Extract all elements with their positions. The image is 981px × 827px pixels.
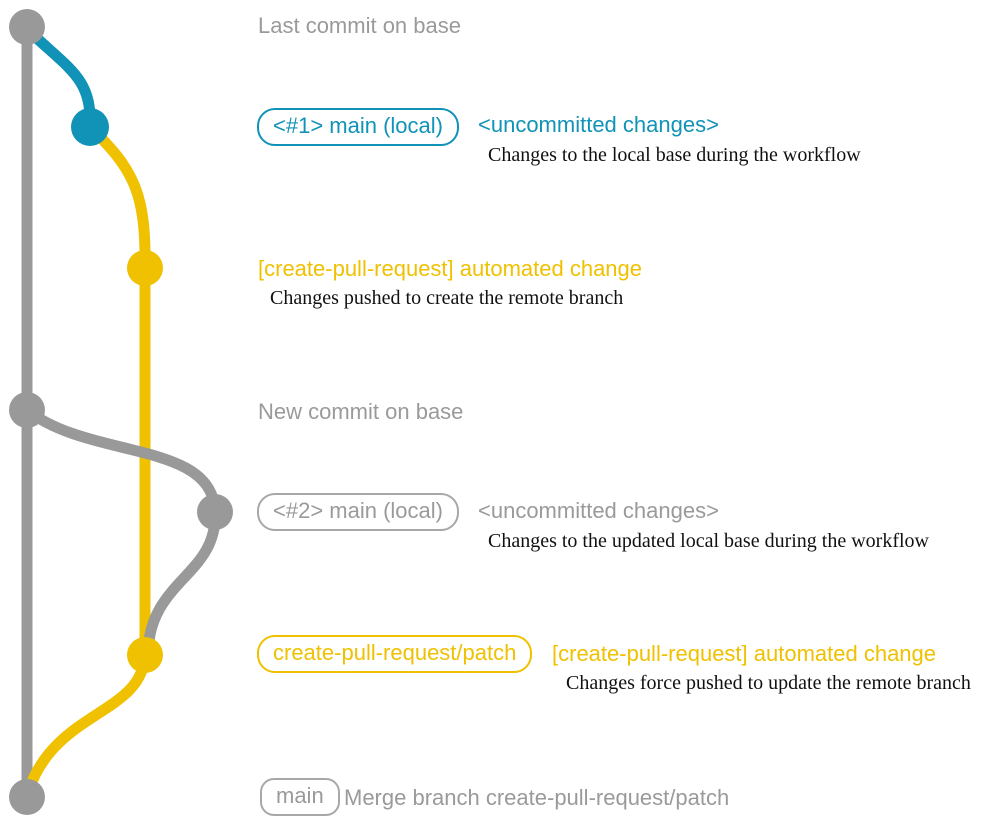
uncommitted-changes-1-label: <uncommitted changes> [478,112,719,137]
new-commit-on-base-label: New commit on base [258,399,464,424]
automated-change-2-label: [create-pull-request] automated change [552,641,937,666]
commit-dot-last-base [9,9,45,45]
uncommitted-changes-1-description: Changes to the local base during the wor… [488,144,861,166]
automated-change-2-description: Changes force pushed to update the remot… [566,672,971,694]
uncommitted-changes-2-description: Changes to the updated local base during… [488,530,929,552]
main-badge: main [260,778,340,816]
main-local-1-badge: <#1> main (local) [257,108,459,146]
commit-dot-new-base [9,392,45,428]
commit-dot-main-2 [197,494,233,530]
commit-dot-merge [9,779,45,815]
commit-dot-patch-2 [127,637,163,673]
uncommitted-changes-2-label: <uncommitted changes> [478,498,719,523]
commit-dot-patch-1 [127,250,163,286]
main-local-2-badge: <#2> main (local) [257,493,459,531]
automated-change-1-label: [create-pull-request] automated change [258,256,643,281]
commit-dot-main-1 [71,108,109,146]
patch-branch-badge: create-pull-request/patch [257,635,533,673]
rebased-local-branch-line [21,404,221,658]
last-commit-on-base-label: Last commit on base [258,13,461,38]
automated-change-1-description: Changes pushed to create the remote bran… [270,287,624,309]
merge-message-label: Merge branch create-pull-request/patch [344,785,730,810]
patch-branch-line [22,121,151,798]
